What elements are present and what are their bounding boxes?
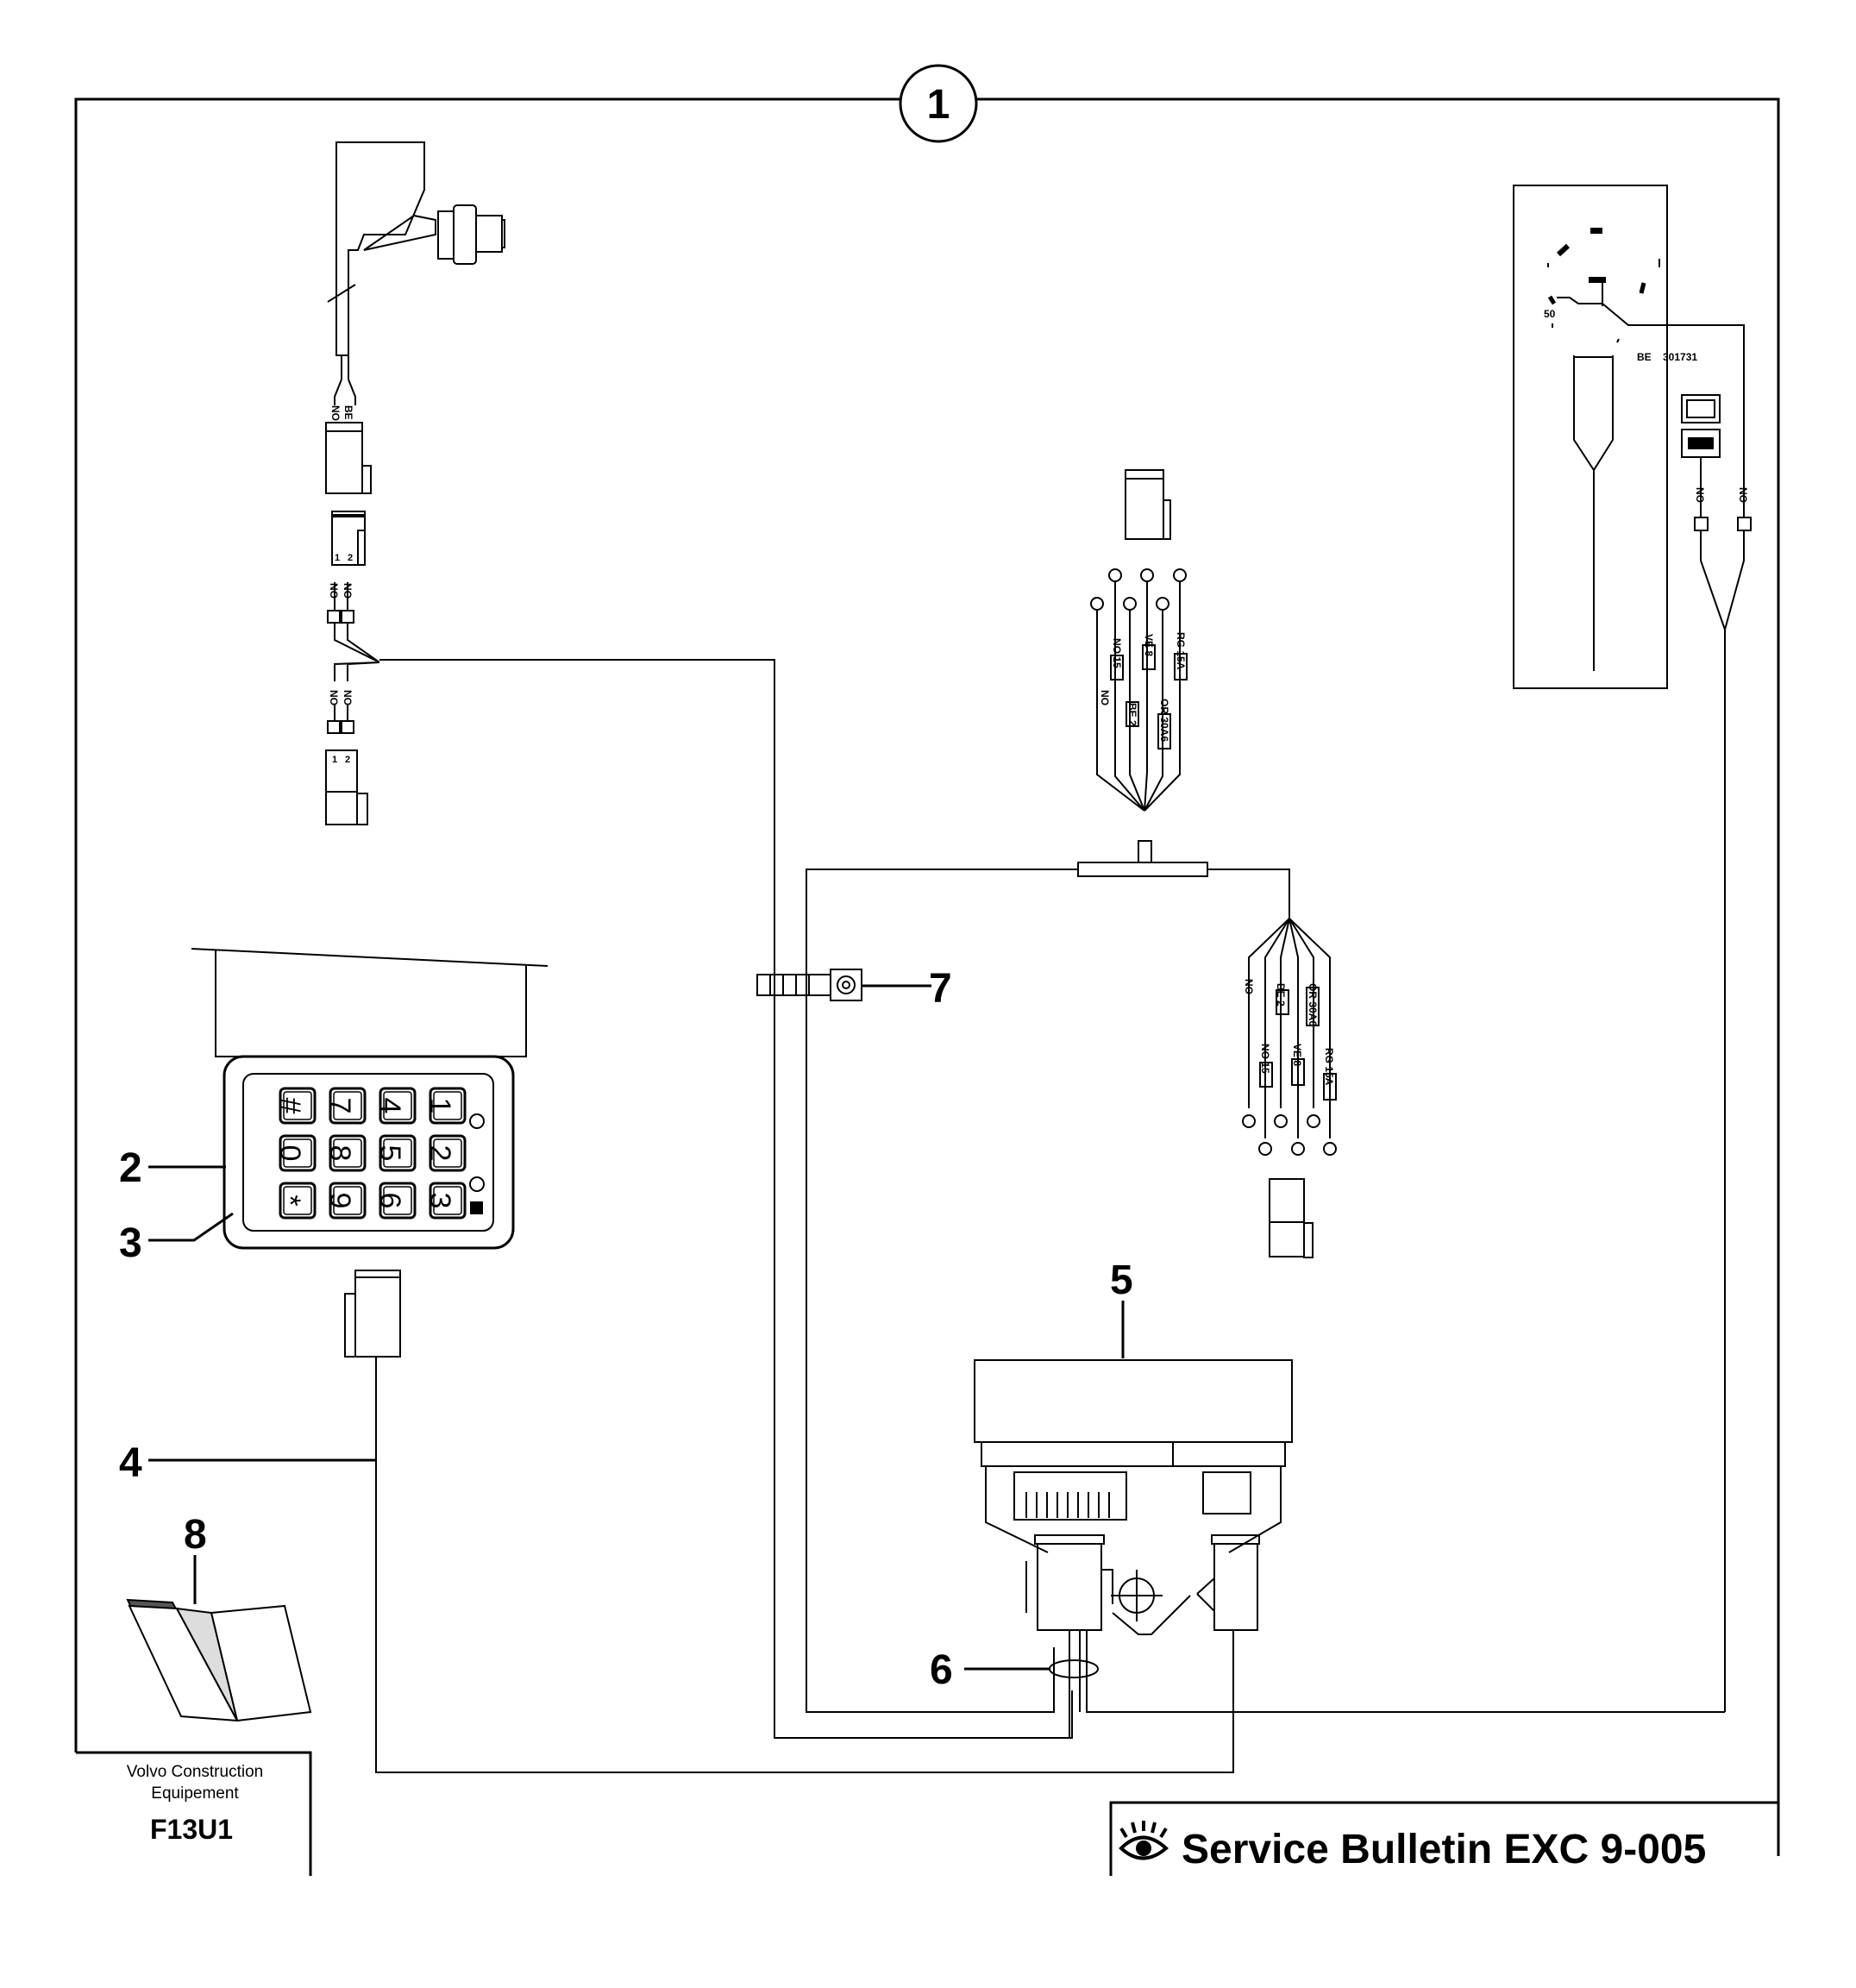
keypad-key-label: 6	[373, 1193, 406, 1209]
cable-tie	[756, 969, 862, 1001]
gauge-labels: 50 BE 301731 NO NO	[1544, 308, 1749, 503]
svg-text:BE 2: BE 2	[1275, 983, 1287, 1007]
keypad-key-label: 0	[273, 1145, 306, 1162]
keypad-key: 5	[373, 1134, 417, 1172]
callout-6: 6	[930, 1647, 953, 1693]
service-bulletin-title: Service Bulletin EXC 9-005	[1182, 1827, 1706, 1872]
callout-7: 7	[929, 966, 952, 1012]
keypad-key: 1	[423, 1087, 467, 1125]
svg-text:1: 1	[332, 755, 337, 765]
svg-text:NO: NO	[328, 583, 340, 599]
svg-text:BE: BE	[342, 405, 354, 420]
callout-8: 8	[184, 1512, 207, 1558]
keypad-key: 7	[323, 1087, 367, 1125]
company-name-line1: Volvo Construction	[127, 1763, 263, 1781]
eye-icon	[1119, 1821, 1169, 1860]
control-unit	[974, 1359, 1725, 1738]
svg-text:NO 15: NO 15	[1111, 638, 1123, 668]
svg-text:NO: NO	[1243, 979, 1255, 994]
keypad-key: 8	[323, 1134, 367, 1172]
keypad-key-label: 1	[423, 1098, 456, 1114]
model-code: F13U1	[150, 1814, 233, 1845]
keypad-key: 9	[323, 1182, 367, 1220]
svg-text:NO: NO	[342, 690, 354, 706]
keypad-key-label: 3	[423, 1193, 456, 1209]
keypad-key: *	[273, 1182, 317, 1220]
keypad-key-label: 4	[373, 1098, 406, 1114]
svg-text:RG 15A: RG 15A	[1323, 1048, 1335, 1086]
callout-2: 2	[119, 1145, 142, 1191]
keypad-mount	[191, 948, 549, 1057]
svg-text:NO: NO	[1099, 690, 1111, 706]
center-harness	[806, 469, 1290, 1713]
keypad-key-label: 8	[323, 1145, 356, 1162]
svg-text:2: 2	[348, 553, 353, 563]
keypad-key: 6	[373, 1182, 417, 1220]
gauge-value: 50	[1544, 308, 1556, 320]
svg-text:NO: NO	[329, 405, 342, 421]
svg-text:VE 8: VE 8	[1291, 1044, 1303, 1066]
keypad-key-label: 7	[323, 1098, 356, 1114]
svg-text:OR 30A6: OR 30A6	[1307, 983, 1319, 1026]
svg-text:NO 15: NO 15	[1259, 1044, 1271, 1074]
svg-text:NO: NO	[1737, 487, 1749, 503]
callout-5: 5	[1110, 1257, 1133, 1303]
svg-text:BE 2: BE 2	[1126, 703, 1138, 726]
keypad-key-label: 2	[423, 1145, 456, 1162]
callout-3: 3	[119, 1220, 142, 1266]
svg-text:2: 2	[345, 755, 350, 765]
indicator-led-1	[469, 1113, 485, 1129]
gauge-wire-label: BE	[1637, 351, 1652, 363]
svg-text:NO: NO	[1694, 487, 1706, 503]
keypad-key: 2	[423, 1134, 467, 1172]
keypad-key-label: 9	[323, 1193, 356, 1209]
right-lower-harness	[1242, 918, 1337, 1258]
svg-text:1: 1	[335, 553, 340, 563]
footer-right-box	[1109, 1801, 1778, 1876]
keypad-key: 0	[273, 1134, 317, 1172]
svg-text:OR 30A6: OR 30A6	[1158, 699, 1170, 742]
footer-title-block: Volvo Construction Equipement F13U1	[127, 1763, 263, 1845]
top-left-wire-labels: NO BE 1 2 NO NO NO NO 1 2	[328, 405, 354, 765]
keypad-key: #	[273, 1087, 317, 1125]
keypad-key-label: #	[273, 1098, 306, 1114]
gauge-panel	[1513, 185, 1752, 1712]
indicator-led-2	[469, 1176, 485, 1192]
diagram-border	[74, 97, 1780, 1856]
keypad-key: 4	[373, 1087, 417, 1125]
svg-text:VE 8: VE 8	[1143, 634, 1155, 656]
svg-text:RG 15A: RG 15A	[1175, 632, 1187, 670]
callout-4: 4	[119, 1440, 142, 1486]
callout-line-3	[148, 1212, 234, 1242]
center-wire-labels: NO NO 15 BE 2 VE 8 OR 30A6 RG 15A	[1099, 632, 1187, 742]
indicator-square	[470, 1201, 483, 1214]
sheet-number: 1	[927, 82, 950, 128]
keypad-key-label: *	[273, 1195, 306, 1206]
callout-labels: 2 3 4 5 6 7 8	[119, 966, 1133, 1693]
svg-text:NO: NO	[342, 583, 354, 599]
svg-text:NO: NO	[328, 690, 340, 706]
right-lower-wire-labels: NO NO 15 BE 2 VE 8 OR 30A6 RG 15A	[1243, 979, 1335, 1086]
manual-book-icon	[126, 1598, 312, 1722]
company-name-line2: Equipement	[151, 1784, 239, 1803]
gauge-part-number: 301731	[1663, 351, 1697, 363]
keypad-connector	[344, 1270, 1234, 1773]
footer-left-box	[76, 1751, 312, 1876]
keypad-key: 3	[423, 1182, 467, 1220]
keypad-key-label: 5	[373, 1145, 406, 1162]
sheet-number-badge: 1	[899, 64, 978, 143]
service-bulletin-block: Service Bulletin EXC 9-005	[1119, 1821, 1706, 1872]
pressure-switch-assembly	[325, 141, 1073, 1739]
